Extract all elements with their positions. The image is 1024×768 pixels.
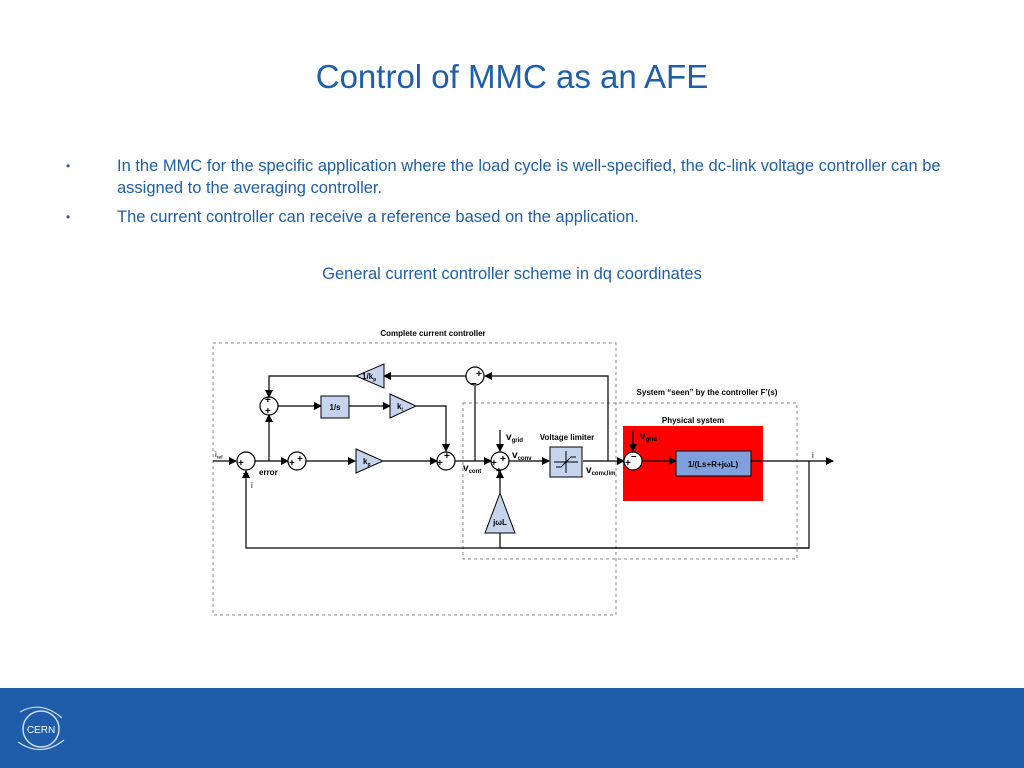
controller-diagram-svg: Complete current controller System “seen…	[212, 329, 834, 616]
invkp-to-sum3-wire	[265, 375, 356, 398]
sign-plus: +	[437, 458, 443, 469]
voltage-limiter-label: Voltage limiter	[540, 433, 595, 442]
kp-gain-block	[355, 448, 385, 474]
vconvlim-label: vconv,lim	[586, 465, 615, 477]
sign-plus: +	[476, 369, 482, 380]
vgrid-physical-label: vgrid	[640, 431, 657, 443]
sign-minus: –	[631, 451, 637, 462]
cern-logo-icon: CERN	[17, 706, 65, 751]
ki-to-sum4-wire	[416, 405, 450, 452]
error-label: error	[259, 468, 278, 477]
bullet-text: In the MMC for the specific application …	[117, 157, 941, 197]
plant-label: 1/(Ls+R+jωL)	[688, 460, 739, 469]
kp-label: kp	[363, 457, 371, 468]
sum-error-junction	[236, 451, 256, 471]
i-feedback-label: i	[251, 481, 253, 490]
plant-block	[675, 450, 752, 477]
ki-label: ki	[397, 402, 403, 413]
jwl-label: jωL	[492, 518, 507, 527]
jwl-input-wire	[499, 533, 809, 549]
vcont-label: vcont	[463, 463, 481, 475]
sign-plus: +	[500, 454, 506, 465]
sum-antiwindup-junction	[465, 366, 485, 386]
bullet-item: • In the MMC for the specific applicatio…	[62, 155, 982, 199]
cern-logo: CERN	[10, 698, 72, 765]
sign-plus: +	[289, 458, 295, 469]
sum-integrator-junction	[259, 396, 279, 416]
sign-minus: –	[243, 468, 249, 479]
iref-label: iref	[215, 450, 223, 461]
inverse-kp-label: 1/kp	[362, 372, 376, 383]
jwl-gain-block	[484, 491, 516, 534]
bullet-text: The current controller can receive a ref…	[117, 208, 639, 226]
physical-system-label: Physical system	[662, 416, 724, 425]
sum-vconv-junction	[490, 451, 510, 471]
integrator-block	[320, 395, 350, 419]
sign-plus: +	[297, 454, 303, 465]
bullet-item: • The current controller can receive a r…	[62, 206, 982, 228]
vgrid-label: vgrid	[506, 432, 523, 444]
sign-plus: +	[265, 395, 271, 406]
sum-kp-ki-junction	[436, 451, 456, 471]
vconvlim-feedback-wire	[484, 372, 609, 461]
bullet-marker: •	[66, 210, 71, 224]
diagram-caption: General current controller scheme in dq …	[322, 265, 702, 283]
complete-controller-label: Complete current controller	[380, 329, 485, 338]
sum-pi-junction	[287, 451, 307, 471]
ki-gain-block	[389, 393, 418, 419]
vconv-label: vconv	[512, 450, 532, 462]
controller-diagram: Complete current controller System “seen…	[200, 322, 840, 627]
i-output-label: i	[812, 451, 814, 460]
system-seen-label: System “seen” by the controller F’(s)	[637, 388, 778, 397]
sign-plus: +	[444, 451, 450, 462]
saturation-icon	[554, 451, 578, 473]
system-seen-region	[462, 402, 798, 560]
bullet-list: • In the MMC for the specific applicatio…	[62, 155, 982, 235]
sum-physical-junction	[623, 451, 643, 471]
sign-plus: +	[265, 406, 271, 417]
sign-minus: –	[471, 378, 477, 389]
footer-bar: CERN	[0, 688, 1024, 768]
svg-text:CERN: CERN	[27, 725, 55, 736]
inverse-kp-gain-block	[354, 363, 385, 389]
sign-plus: +	[496, 466, 502, 477]
sign-plus: +	[491, 458, 497, 469]
sign-plus: +	[238, 458, 244, 469]
slide-title: Control of MMC as an AFE	[315, 58, 709, 95]
integrator-label: 1/s	[329, 403, 341, 412]
sign-plus: +	[625, 458, 631, 469]
complete-controller-region	[212, 342, 617, 616]
bullet-marker: •	[66, 159, 71, 173]
